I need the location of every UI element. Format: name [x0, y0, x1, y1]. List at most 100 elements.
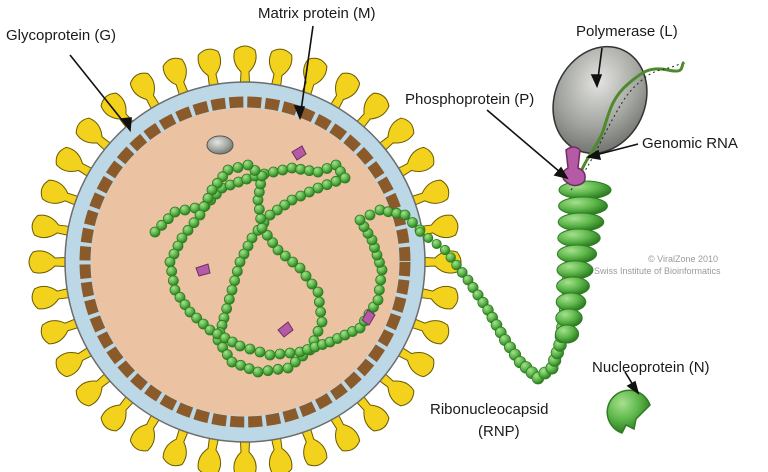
rnp-bead — [431, 238, 442, 250]
nucleoprotein-bead — [268, 166, 279, 178]
nucleoprotein-bead — [274, 348, 286, 360]
nucleoprotein-bead — [254, 346, 266, 358]
nucleoprotein-bead — [169, 206, 181, 218]
nucleoprotein-bead — [373, 284, 385, 296]
ribonucleocapsid-coil — [149, 159, 426, 378]
nucleoprotein-bead — [256, 170, 268, 182]
label-genomic-rna: Genomic RNA — [642, 135, 738, 152]
nucleoprotein-bead — [149, 226, 161, 238]
helix-turn — [555, 292, 587, 312]
nucleoprotein-bead — [312, 182, 324, 194]
nucleoprotein-bead — [264, 209, 276, 221]
virion — [28, 45, 462, 472]
nucleoprotein-bead — [234, 340, 246, 352]
helix-turn — [554, 324, 580, 344]
nucleoprotein-bead — [312, 166, 324, 178]
nucleoprotein-bead — [282, 362, 294, 374]
helix-turn — [557, 228, 601, 248]
nucleoprotein-bead — [279, 250, 291, 262]
nucleoprotein-bead — [303, 186, 315, 198]
helix-turn — [558, 196, 608, 216]
nucleoprotein-bead — [234, 256, 246, 268]
nucleoprotein-bead — [300, 270, 312, 282]
helix-turn — [555, 308, 583, 328]
credit-line-2: Swiss Institute of Bioinformatics — [594, 266, 721, 276]
nucleoprotein-bead — [313, 296, 325, 308]
nucleoprotein-bead — [244, 343, 256, 355]
nucleoprotein-bead — [191, 312, 203, 324]
nucleoprotein-bead — [164, 256, 176, 268]
matrix-protein-layer — [79, 96, 411, 428]
rnp-bead — [451, 259, 462, 271]
helix-turn — [556, 260, 594, 280]
nucleoprotein-bead — [289, 356, 301, 368]
nucleoprotein-bead — [294, 262, 306, 274]
label-phosphoprotein: Phosphoprotein (P) — [405, 91, 534, 108]
nucleoprotein-bead — [174, 291, 186, 303]
nucleoprotein-bead — [354, 214, 366, 226]
nucleoprotein-bead — [339, 172, 351, 184]
nucleoprotein-bead — [330, 175, 342, 187]
spike-head — [233, 431, 257, 472]
nucleoprotein-bead — [253, 203, 265, 215]
genomic-rna — [575, 60, 686, 186]
nucleoprotein-bead — [188, 217, 200, 229]
nucleoprotein-bead — [162, 213, 174, 225]
rnp-bead — [456, 267, 468, 278]
helix-turn — [558, 180, 612, 200]
credit-line-1: © ViralZone 2010 — [648, 254, 718, 264]
nucleoprotein-bead — [167, 275, 179, 287]
rnp-helix — [554, 180, 612, 344]
nucleoprotein-bead — [249, 165, 261, 176]
rnp-bead — [462, 274, 474, 286]
rnp-bead — [467, 282, 479, 293]
nucleoprotein-bead — [179, 204, 191, 216]
nucleoprotein-bead — [295, 190, 307, 202]
nucleoprotein-bead — [223, 293, 235, 305]
nucleoprotein-bead — [272, 363, 284, 375]
nucleoprotein-bead — [179, 299, 191, 311]
nucleoprotein-bead — [221, 303, 233, 315]
nucleoprotein-bead — [315, 306, 327, 318]
nucleoprotein-bead — [277, 164, 289, 176]
glycoprotein-spike — [233, 45, 257, 93]
nucleoprotein-bead — [156, 219, 168, 231]
polymerase-inside — [206, 135, 234, 155]
label-glycoprotein: Glycoprotein (G) — [6, 27, 116, 44]
nucleoprotein-bead — [252, 366, 264, 378]
phosphoprotein-p — [561, 146, 586, 187]
nucleoprotein-bead — [226, 284, 238, 296]
label-nucleoprotein: Nucleoprotein (N) — [592, 359, 710, 376]
nucleoprotein-bead — [284, 347, 296, 359]
nucleoprotein-bead — [267, 237, 279, 249]
nucleoprotein-bead — [166, 265, 178, 277]
nucleoprotein-bead — [399, 209, 411, 221]
label-polymerase: Polymerase (L) — [576, 23, 678, 40]
nucleoprotein-bead — [242, 159, 254, 171]
nucleoprotein-bead — [231, 265, 243, 277]
nucleoprotein-bead — [279, 199, 291, 211]
nucleoprotein-bead — [372, 294, 384, 306]
rnp-bead — [445, 252, 456, 263]
nucleoprotein-bead — [312, 286, 324, 298]
leader-lines — [69, 25, 640, 395]
nucleoprotein-bead — [312, 325, 324, 337]
nucleoprotein-bead — [272, 244, 284, 256]
nucleoprotein-bead — [197, 318, 209, 330]
genomic-rna-strand-2 — [570, 63, 681, 191]
nucleoprotein-bead — [262, 365, 274, 377]
nucleoprotein-bead — [169, 284, 181, 296]
nucleoprotein-bead — [184, 306, 196, 318]
label-matrix-protein: Matrix protein (M) — [258, 5, 376, 22]
rnp-bead — [439, 244, 451, 256]
helix-turn — [556, 276, 590, 296]
nucleoprotein-bead — [229, 275, 241, 287]
nucleoprotein-bead — [271, 204, 283, 216]
nucleoprotein-bead — [321, 179, 333, 191]
rnp-bead — [423, 233, 434, 243]
helix-turn — [556, 244, 598, 264]
nucleoprotein-bead — [232, 162, 244, 173]
nucleoprotein-bead — [306, 278, 318, 290]
helix-turn — [557, 212, 605, 232]
